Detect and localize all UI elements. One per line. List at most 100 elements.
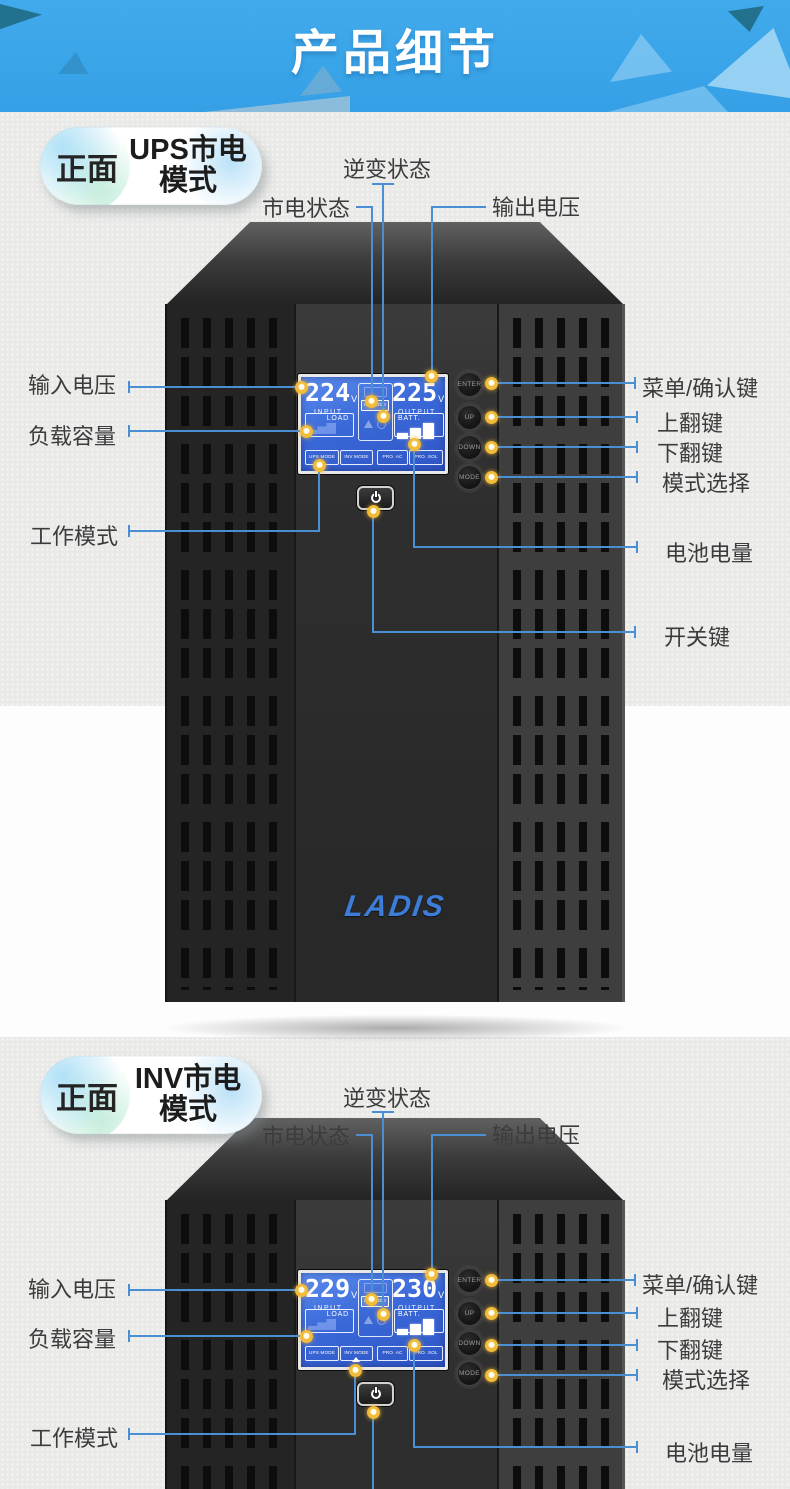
callout-mains-status: 市电状态: [262, 196, 351, 221]
callout-page-up: 上翻键: [657, 1306, 724, 1331]
callout-dot: [425, 370, 438, 383]
battery-caption: BATT.: [398, 415, 421, 422]
input-voltage-unit: V: [351, 394, 358, 404]
badge-bubble-decor: [40, 1056, 130, 1134]
callout-tick: [636, 411, 638, 423]
enter-button: ENTER: [456, 1267, 483, 1294]
callout-dot: [485, 441, 498, 454]
output-voltage-readout: 225 V: [392, 378, 445, 407]
callout-tick: [636, 541, 638, 553]
section1-badge: 正面 UPS市电 模式: [40, 127, 262, 205]
callout-line: [356, 1134, 373, 1136]
callout-tick: [128, 381, 130, 393]
load-bars-icon: [308, 1319, 336, 1330]
callout-output-voltage: 输出电压: [492, 195, 581, 220]
callout-inverter-status: 逆变状态: [343, 1086, 432, 1111]
callout-battery-level: 电池电量: [665, 1441, 754, 1466]
callout-dot: [300, 425, 313, 438]
warning-icon: [364, 1316, 373, 1324]
page-title: 产品细节: [290, 27, 499, 80]
callout-input-voltage: 输入电压: [28, 1277, 117, 1302]
header-banner: 产品细节: [0, 0, 790, 112]
panel-edge: [165, 1200, 167, 1489]
output-voltage-value: 225: [392, 378, 438, 407]
badge-bubble-decor: [174, 1056, 262, 1134]
active-mode-indicator: [352, 1357, 360, 1362]
callout-tick: [636, 1441, 638, 1453]
callout-input-voltage: 输入电压: [28, 373, 117, 398]
callout-tick: [128, 425, 130, 437]
input-caption: INPUT: [314, 409, 343, 416]
callout-dot: [300, 1330, 313, 1343]
callout-page-down: 下翻键: [657, 1338, 724, 1363]
callout-dot: [425, 1268, 438, 1281]
callout-load-capacity: 负载容量: [28, 424, 117, 449]
callout-output-voltage: 输出电压: [492, 1123, 581, 1148]
down-button: DOWN: [456, 1330, 483, 1357]
callout-line: [498, 1344, 636, 1346]
battery-bars-icon: [397, 421, 435, 439]
callout-line: [431, 1134, 433, 1272]
output-voltage-unit: V: [438, 1290, 445, 1300]
callout-line: [382, 184, 384, 412]
callout-dot: [485, 471, 498, 484]
callout-line: [498, 1374, 636, 1376]
callout-page-down: 下翻键: [657, 441, 724, 466]
callout-dot: [485, 411, 498, 424]
callout-line: [413, 1446, 636, 1448]
callout-line: [382, 1112, 384, 1310]
panel-seam: [294, 1200, 296, 1489]
callout-tick: [128, 1428, 130, 1440]
inverter-graphic: [364, 1283, 387, 1293]
brand-logo: LADIS: [342, 890, 448, 923]
callout-tick: [636, 441, 638, 453]
mode-button: MODE: [456, 464, 483, 491]
power-icon: [370, 1387, 381, 1399]
mode-box-pro-ac: PRO. AC: [377, 450, 408, 465]
callout-mode-select: 模式选择: [662, 471, 751, 496]
callout-dot: [295, 381, 308, 394]
badge-mode-line1: UPS市电: [129, 134, 247, 167]
ups-body: [165, 1200, 625, 1489]
callout-line: [130, 1289, 296, 1291]
callout-tick: [634, 377, 636, 389]
callout-line: [372, 1419, 374, 1489]
section2-badge: 正面 INV市电 模式: [40, 1056, 262, 1134]
callout-mode-select: 模式选择: [662, 1368, 751, 1393]
load-bars-icon: [308, 423, 336, 434]
badge-mode-line2: 模式: [158, 1094, 217, 1126]
callout-tick: [636, 471, 638, 483]
callout-line: [130, 1335, 300, 1337]
callout-line: [371, 1134, 373, 1296]
panel-edge-highlight: [622, 304, 625, 1002]
input-voltage-unit: V: [351, 1290, 358, 1300]
callout-dot: [377, 410, 390, 423]
power-button: [357, 1382, 394, 1406]
ups-floor-shadow: [151, 1014, 639, 1042]
callout-line: [413, 546, 636, 548]
callout-line: [130, 430, 300, 432]
ups-tower-front: 224 V INPUT 225 V OUTPUT AC MODE LOAD BA…: [151, 222, 639, 1042]
callout-mains-status: 市电状态: [262, 1124, 351, 1149]
callout-line: [130, 530, 320, 532]
callout-dot: [408, 1339, 421, 1352]
callout-line: [498, 416, 636, 418]
callout-work-mode: 工作模式: [30, 1426, 119, 1451]
battery-caption: BATT.: [398, 1311, 421, 1318]
mode-box-pro-ac: PRO. AC: [377, 1346, 408, 1361]
badge-mode-label: INV市电 模式: [118, 1064, 262, 1125]
power-icon: [370, 491, 381, 503]
lcd-display: 224 V INPUT 225 V OUTPUT AC MODE LOAD BA…: [298, 374, 448, 474]
output-voltage-unit: V: [438, 394, 445, 404]
callout-dot: [408, 438, 421, 451]
callout-menu-confirm: 菜单/确认键: [642, 1273, 759, 1298]
input-voltage-readout: 224 V: [305, 380, 358, 405]
callout-tick: [634, 1274, 636, 1286]
callout-line: [431, 206, 433, 372]
output-caption: OUTPUT: [398, 1305, 436, 1312]
callout-line: [432, 206, 486, 208]
ups-tower-front: 229 V INPUT 230 V OUTPUT AC MODE LOAD BA…: [165, 1118, 625, 1489]
callout-line: [498, 446, 636, 448]
load-caption: LOAD: [326, 1311, 349, 1318]
